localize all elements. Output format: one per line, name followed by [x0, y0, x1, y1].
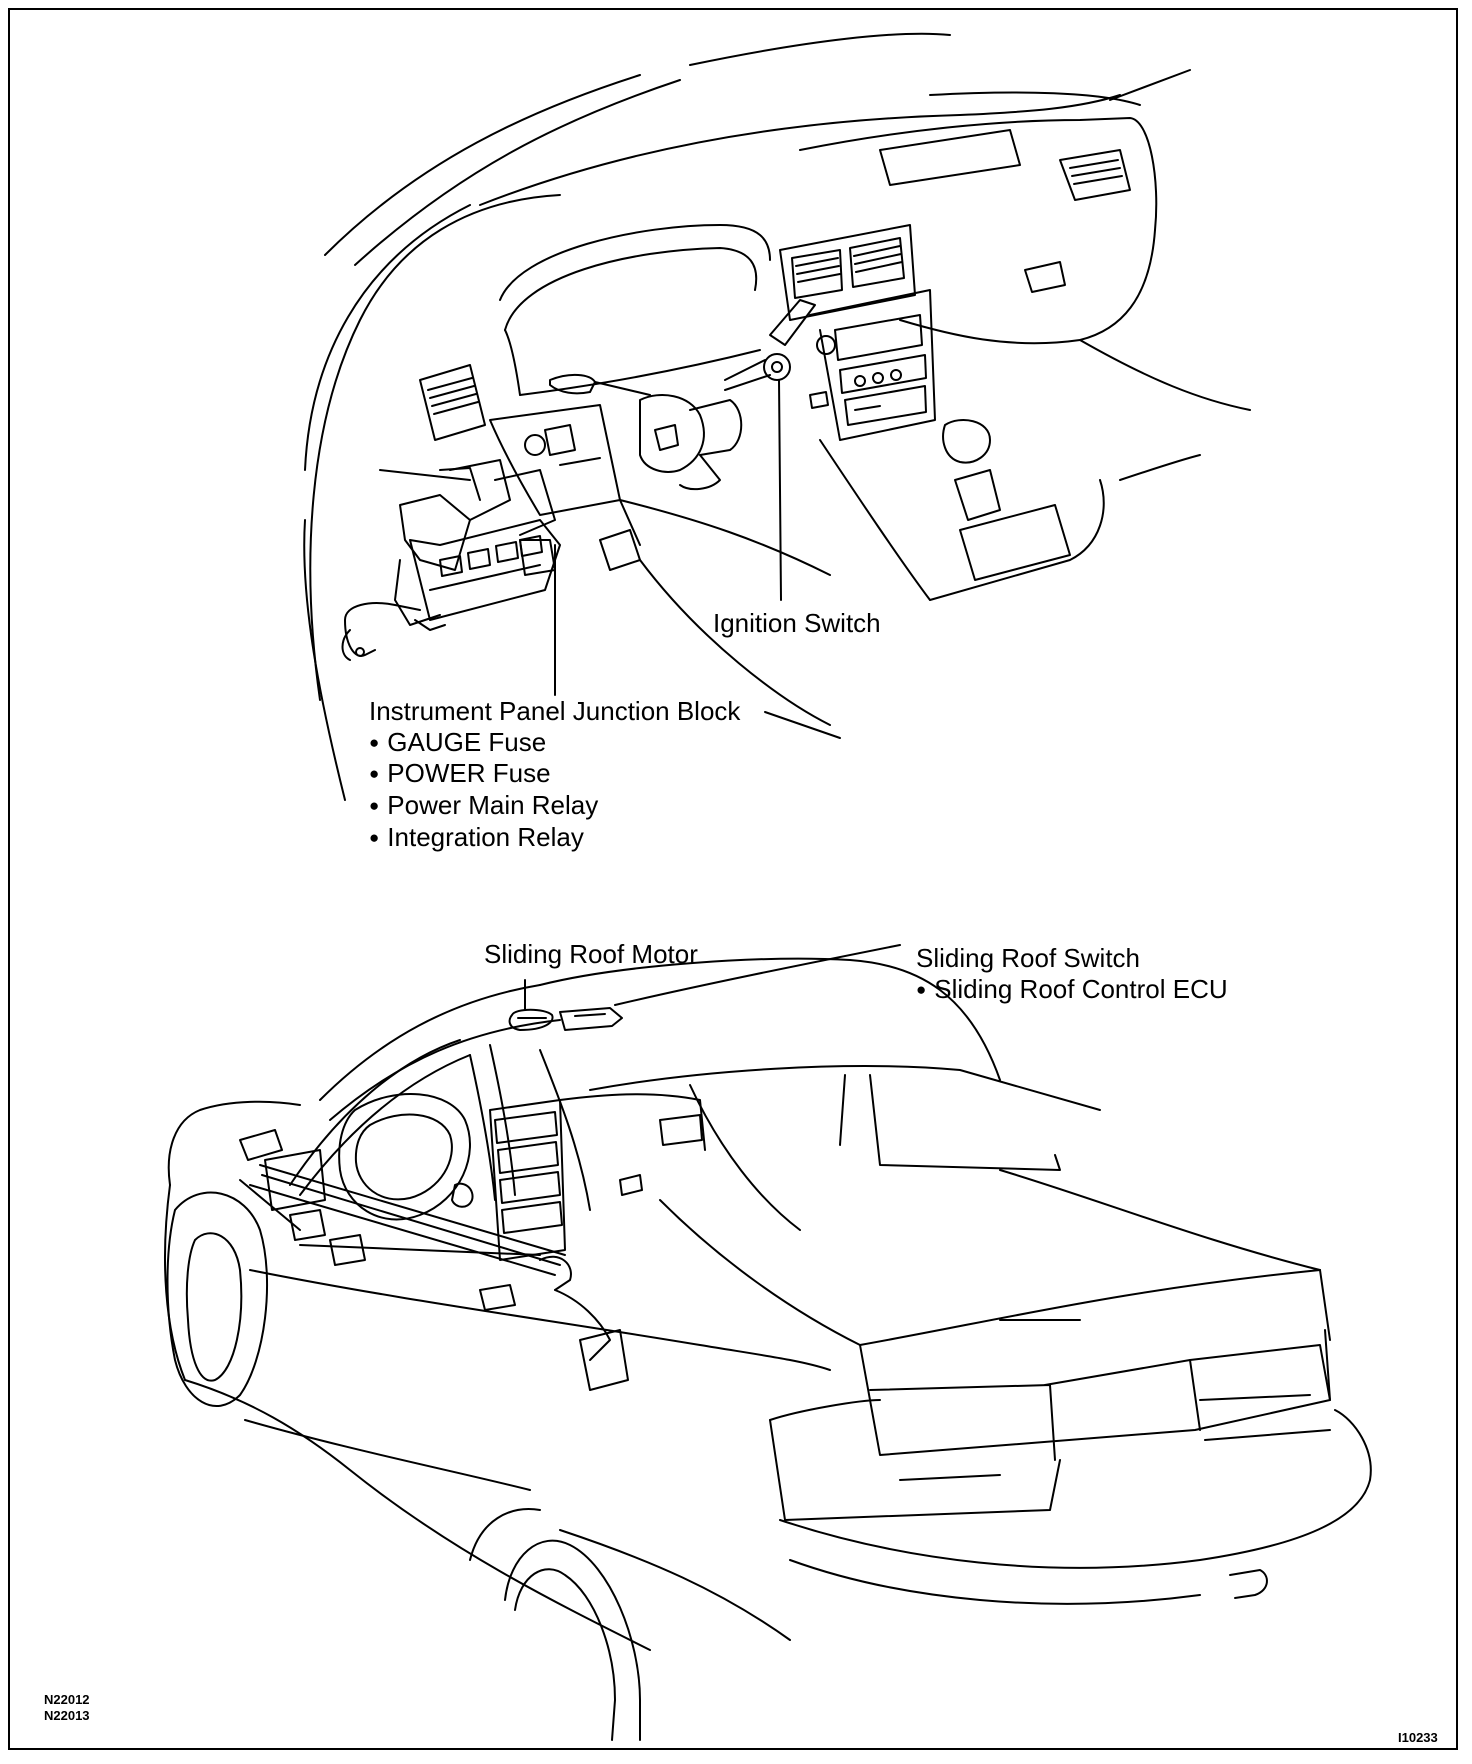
junction-block-item: POWER Fuse	[369, 758, 550, 792]
vehicle-drawing	[164, 944, 1372, 1741]
dashboard-drawing	[303, 32, 1251, 801]
junction-block-title: Instrument Panel Junction Block	[369, 696, 741, 726]
sliding-roof-switch-title: Sliding Roof Switch	[916, 943, 1140, 973]
figure-code-right: I10233	[1398, 1730, 1438, 1745]
ignition-switch-label: Ignition Switch	[713, 608, 881, 638]
diagram-frame	[8, 8, 1458, 1750]
junction-block-item: GAUGE Fuse	[369, 727, 546, 761]
junction-block-item: Integration Relay	[369, 822, 584, 856]
sliding-roof-switch-item: Sliding Roof Control ECU	[916, 974, 1227, 1008]
junction-block-item: Power Main Relay	[369, 790, 598, 824]
figure-code-left: N22012	[44, 1692, 90, 1707]
sliding-roof-motor-label: Sliding Roof Motor	[484, 939, 698, 969]
figure-code-left: N22013	[44, 1708, 90, 1723]
